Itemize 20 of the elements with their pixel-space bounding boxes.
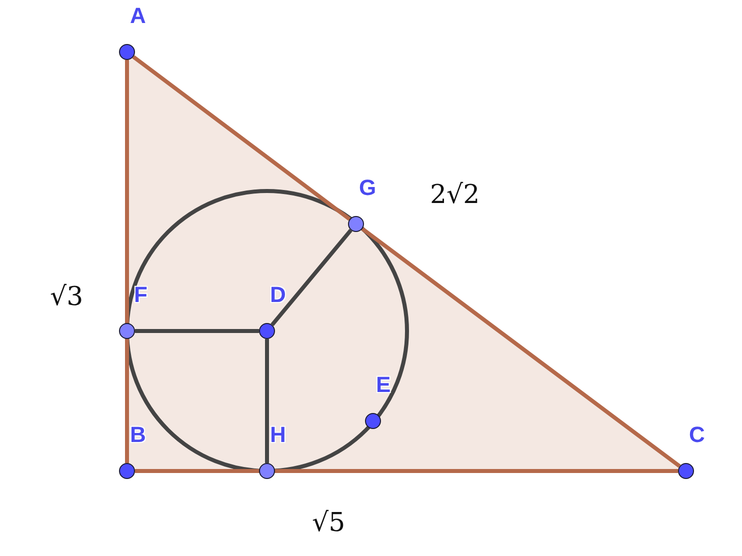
point-label: F xyxy=(134,282,148,308)
point-label: H xyxy=(270,422,286,448)
line-segment xyxy=(265,339,269,463)
line-segment xyxy=(361,227,681,468)
point-label: B xyxy=(130,422,146,448)
point-label: E xyxy=(376,372,391,398)
length-label: √3 xyxy=(50,282,84,312)
point-label: D xyxy=(270,282,286,308)
line-segment xyxy=(125,60,129,323)
point-label: G xyxy=(359,175,376,201)
length-label: 2√2 xyxy=(430,180,480,210)
point-label: C xyxy=(689,422,705,448)
line-segment xyxy=(135,329,259,333)
line-segment xyxy=(135,469,259,473)
point-label: A xyxy=(130,3,146,29)
line-segment xyxy=(132,55,351,221)
line-segment xyxy=(275,469,678,473)
line-segment xyxy=(270,228,352,326)
length-label: √5 xyxy=(312,508,346,538)
line-segment xyxy=(125,339,129,463)
